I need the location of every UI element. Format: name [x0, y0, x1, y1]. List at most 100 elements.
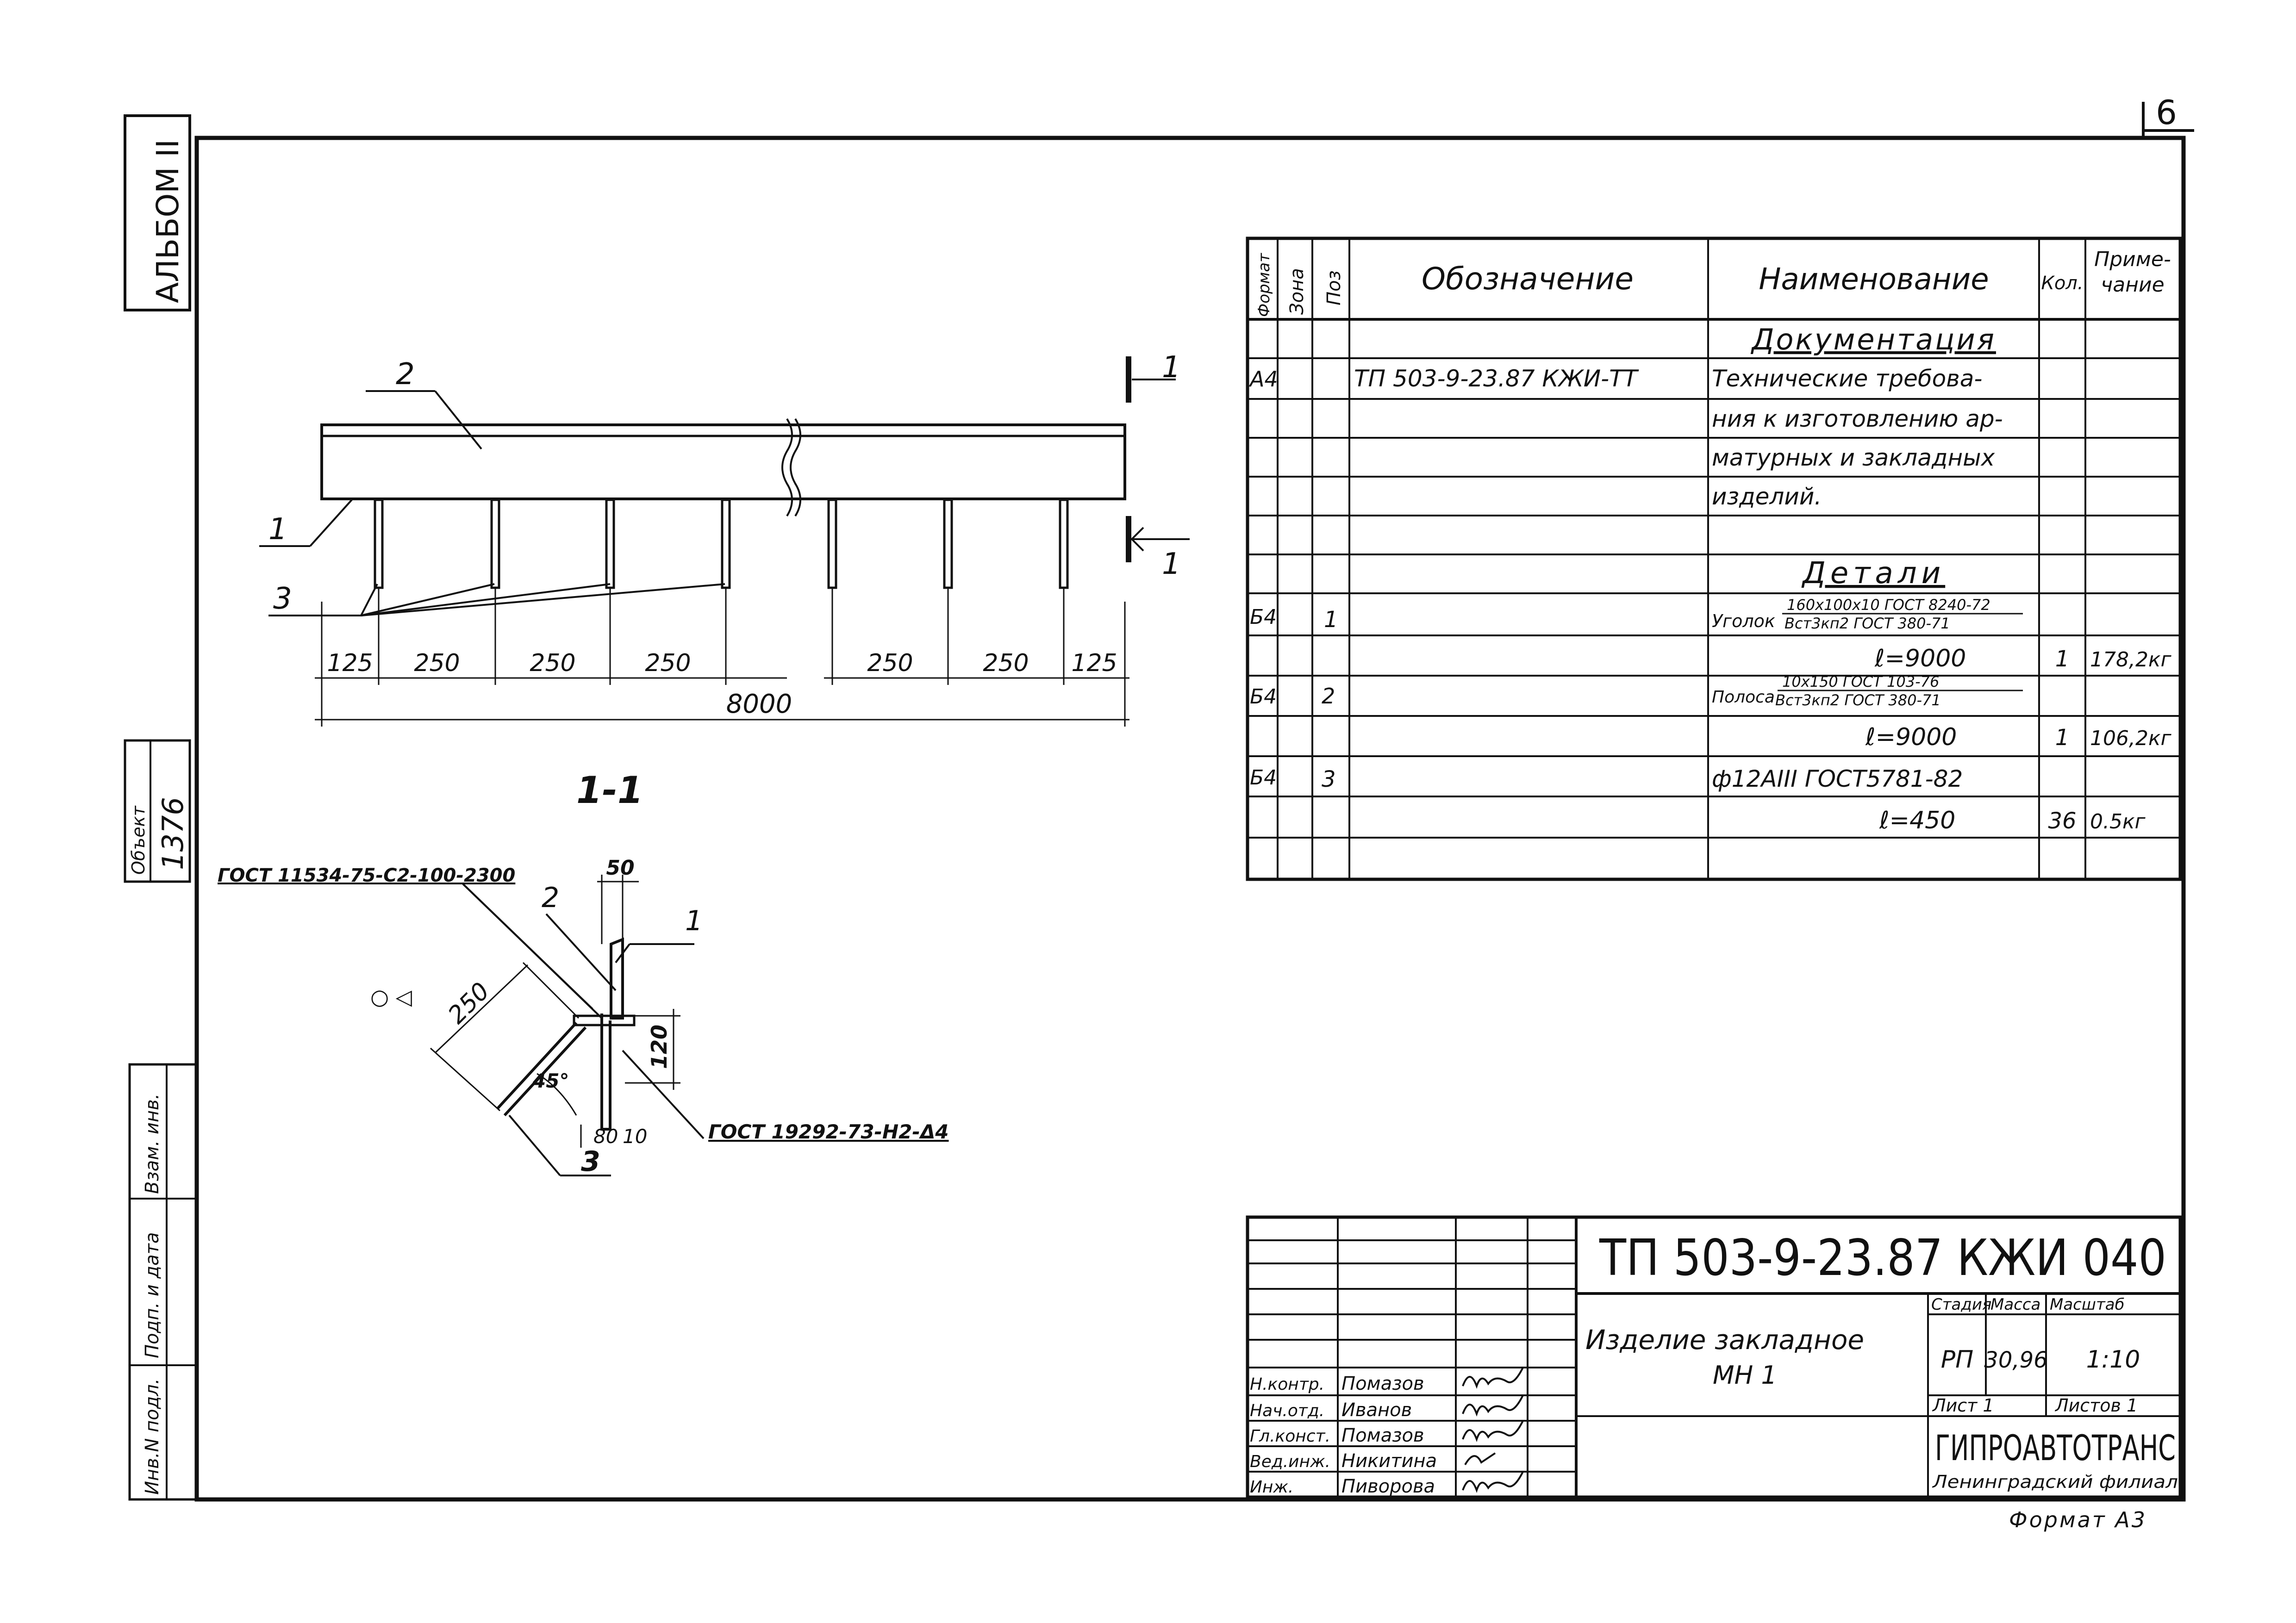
dim-250-d: 250: [867, 649, 913, 677]
section-view: 1-1 ГОСТ 11534-75-С2-100-2300 2 1 50 250…: [218, 769, 949, 1178]
dim-120: 120: [647, 1025, 672, 1069]
sheet-label: Лист 1: [1932, 1395, 1994, 1416]
dim-250-section: 250: [443, 977, 495, 1030]
field-sign-date: Подп. и дата: [142, 1232, 163, 1358]
item-name: Изделие закладное: [1585, 1324, 1864, 1356]
row1-designation: ТП 503-9-23.87 КЖИ-ТТ: [1354, 365, 1639, 392]
field-inv-number: Инв.N подл.: [142, 1378, 163, 1495]
header-format: Формат: [1255, 253, 1273, 317]
left-margin: АЛЬБОМ II Объект 1376 Инв.N подл. Подп. …: [124, 114, 198, 1501]
sheets-label: Листов 1: [2054, 1395, 2138, 1416]
scale-value: 1:10: [2086, 1346, 2140, 1374]
sig-name-4: Пиворова: [1341, 1476, 1435, 1497]
elevation-dimensions: 125 250 250 250 250 250 125 8000: [315, 588, 1129, 727]
row-pos3-name: ф12АIII ГОСТ5781-82: [1712, 765, 1963, 792]
dim-80: 80: [593, 1125, 618, 1148]
row-pos2-format: Б4: [1250, 685, 1277, 709]
stage-value: РП: [1941, 1346, 1973, 1374]
section-pos-1: 1: [685, 905, 703, 937]
row4-name: изделий.: [1712, 483, 1822, 510]
dim-10: 10: [623, 1125, 647, 1148]
angle-spec-bottom: Вст3кп2 ГОСТ 380-71: [1784, 615, 1950, 632]
sig-name-3: Никитина: [1341, 1450, 1437, 1472]
paper-format: Формат А3: [2009, 1507, 2147, 1532]
object-number: 1376: [156, 797, 190, 870]
drawing-frame: 6: [194, 93, 2194, 1502]
section-documentation: Документация: [1750, 323, 1996, 356]
section-title: 1-1: [576, 769, 643, 812]
elevation-view: 2 1 3 1 1 125 250: [259, 350, 1190, 727]
row2-name: ния к изготовлению ар-: [1712, 405, 2003, 432]
row3-name: матурных и закладных: [1712, 444, 1995, 471]
row1-name: Технические требова-: [1712, 365, 1982, 392]
row1-format: А4: [1248, 367, 1278, 392]
header-designation: Обозначение: [1422, 261, 1634, 297]
document-code: ТП 503-9-23.87 КЖИ 040: [1599, 1229, 2166, 1287]
anchor-bars: [374, 498, 1069, 589]
dim-50: 50: [606, 856, 634, 880]
sig-role-2: Гл.конст.: [1250, 1427, 1330, 1446]
branch: Ленинградский филиал: [1932, 1472, 2178, 1492]
title-block: ТП 503-9-23.87 КЖИ 040 Изделие закладное…: [1246, 1215, 2182, 1499]
sig-name-1: Иванов: [1341, 1399, 1412, 1421]
sig-role-0: Н.контр.: [1250, 1375, 1324, 1394]
strip-label: Полоса: [1712, 688, 1775, 707]
row-pos3-pos: 3: [1322, 766, 1336, 792]
row-pos1-format: Б4: [1250, 605, 1277, 629]
stage-label: Стадия: [1931, 1295, 1991, 1314]
pos-3-label: 3: [273, 582, 292, 616]
row-pos3-qty: 36: [2048, 808, 2076, 834]
header-pos: Поз: [1323, 270, 1345, 305]
dim-250-a: 250: [414, 649, 460, 677]
header-zone: Зона: [1286, 268, 1308, 315]
angle-label: Уголок: [1712, 611, 1775, 631]
sig-name-2: Помазов: [1341, 1425, 1424, 1446]
dim-250-c: 250: [645, 649, 691, 677]
header-note-1: Приме-: [2094, 248, 2171, 271]
sheet-number: 6: [2156, 93, 2177, 132]
strip-spec-bottom: Вст3кп2 ГОСТ 380-71: [1775, 691, 1941, 709]
dim-125-left: 125: [327, 649, 373, 677]
weld-symbol: ○ ◁: [370, 984, 412, 1009]
row-pos2-pos: 2: [1322, 684, 1335, 709]
dim-overall: 8000: [726, 689, 792, 719]
header-qty: Кол.: [2041, 273, 2083, 294]
row-pos1-note: 178,2кг: [2090, 648, 2172, 672]
row-pos1-qty: 1: [2055, 646, 2070, 672]
organization: ГИПРОАВТОТРАНС: [1935, 1427, 2176, 1468]
album-label: АЛЬБОМ II: [150, 139, 186, 303]
header-name: Наименование: [1759, 262, 1989, 297]
scale-label: Масштаб: [2050, 1295, 2125, 1314]
item-mark: МН 1: [1713, 1361, 1777, 1390]
sig-name-0: Помазов: [1341, 1373, 1424, 1394]
row-pos1-length: ℓ=9000: [1874, 645, 1966, 672]
field-replace-inv: Взам. инв.: [142, 1094, 163, 1194]
row-pos2-note: 106,2кг: [2090, 727, 2172, 750]
section-mark-top: 1: [1162, 350, 1181, 385]
row-pos3-note: 0.5кг: [2090, 810, 2146, 833]
row-pos3-length: ℓ=450: [1879, 807, 1955, 834]
angle-45: 45°: [532, 1070, 569, 1092]
strip-spec-top: 10х150 ГОСТ 103-76: [1782, 673, 1939, 690]
section-pos-3: 3: [581, 1145, 600, 1178]
mass-value: 30,96: [1984, 1347, 2047, 1373]
dim-250-e: 250: [983, 649, 1029, 677]
row-pos1-pos: 1: [1324, 607, 1338, 633]
section-pos-2: 2: [542, 882, 559, 914]
object-label: Объект: [128, 805, 149, 875]
row-pos2-qty: 1: [2055, 725, 2070, 751]
pos-1-label: 1: [268, 512, 287, 547]
specification-table: Формат Зона Поз Обозначение Наименование…: [1246, 236, 2182, 881]
sig-role-3: Вед.инж.: [1250, 1452, 1330, 1471]
header-note-2: чание: [2101, 273, 2164, 297]
handwritten-signatures: [1462, 1367, 1524, 1493]
section-details: Детали: [1801, 556, 1945, 591]
sig-role-4: Инж.: [1250, 1478, 1293, 1497]
sig-role-1: Нач.отд.: [1250, 1401, 1324, 1420]
dim-250-b: 250: [530, 649, 575, 677]
row-pos3-format: Б4: [1250, 766, 1277, 790]
weld-note-top: ГОСТ 11534-75-С2-100-2300: [218, 865, 515, 886]
row-pos2-length: ℓ=9000: [1865, 723, 1957, 751]
angle-spec-top: 160х100х10 ГОСТ 8240-72: [1787, 596, 1990, 614]
